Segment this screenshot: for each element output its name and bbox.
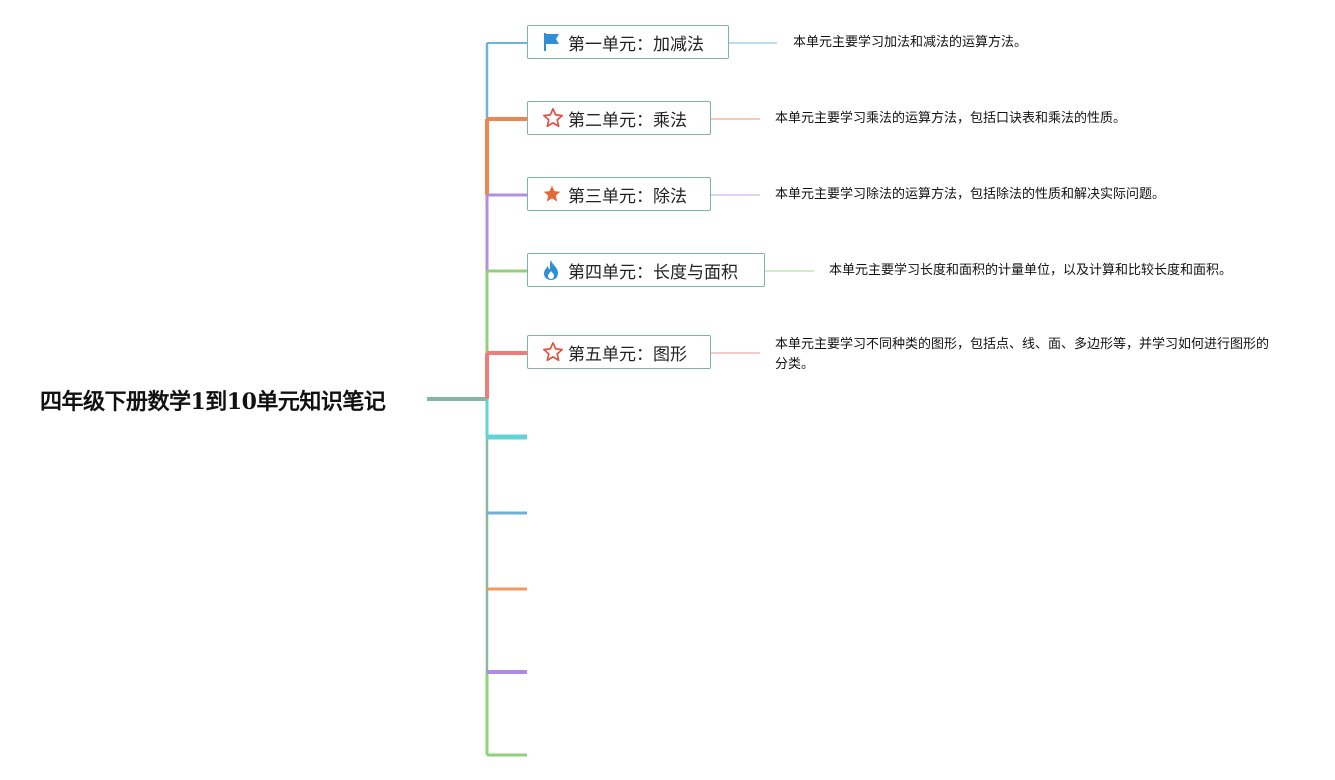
unit-description: 本单元主要学习乘法的运算方法，包括口诀表和乘法的性质。	[775, 111, 1127, 126]
unit-node-2[interactable]: 第二单元：乘法	[527, 101, 711, 135]
unit-label: 第五单元：图形	[568, 344, 687, 365]
star-filled-icon	[542, 183, 568, 205]
unit-node-4[interactable]: 第四单元：长度与面积	[527, 253, 765, 287]
star-outline-icon	[542, 107, 568, 129]
unit-description: 本单元主要学习不同种类的图形，包括点、线、面、多边形等，并学习如何进行图形的分类…	[775, 337, 1270, 372]
unit-description: 本单元主要学习长度和面积的计量单位，以及计算和比较长度和面积。	[829, 263, 1233, 278]
unit-node-5[interactable]: 第五单元：图形	[527, 335, 711, 369]
unit-description: 本单元主要学习加法和减法的运算方法。	[793, 35, 1028, 50]
unit-description: 本单元主要学习除法的运算方法，包括除法的性质和解决实际问题。	[775, 187, 1166, 202]
unit-label: 第一单元：加减法	[568, 34, 704, 55]
unit-label: 第四单元：长度与面积	[568, 262, 738, 283]
flame-icon	[542, 259, 568, 281]
unit-node-1[interactable]: 第一单元：加减法	[527, 25, 729, 59]
root-topic-title[interactable]: 四年级下册数学1到10单元知识笔记	[40, 389, 386, 415]
star-outline-icon	[542, 341, 568, 363]
unit-label: 第三单元：除法	[568, 186, 687, 207]
unit-node-3[interactable]: 第三单元：除法	[527, 177, 711, 211]
unit-label: 第二单元：乘法	[568, 110, 687, 131]
flag-icon	[542, 31, 568, 53]
